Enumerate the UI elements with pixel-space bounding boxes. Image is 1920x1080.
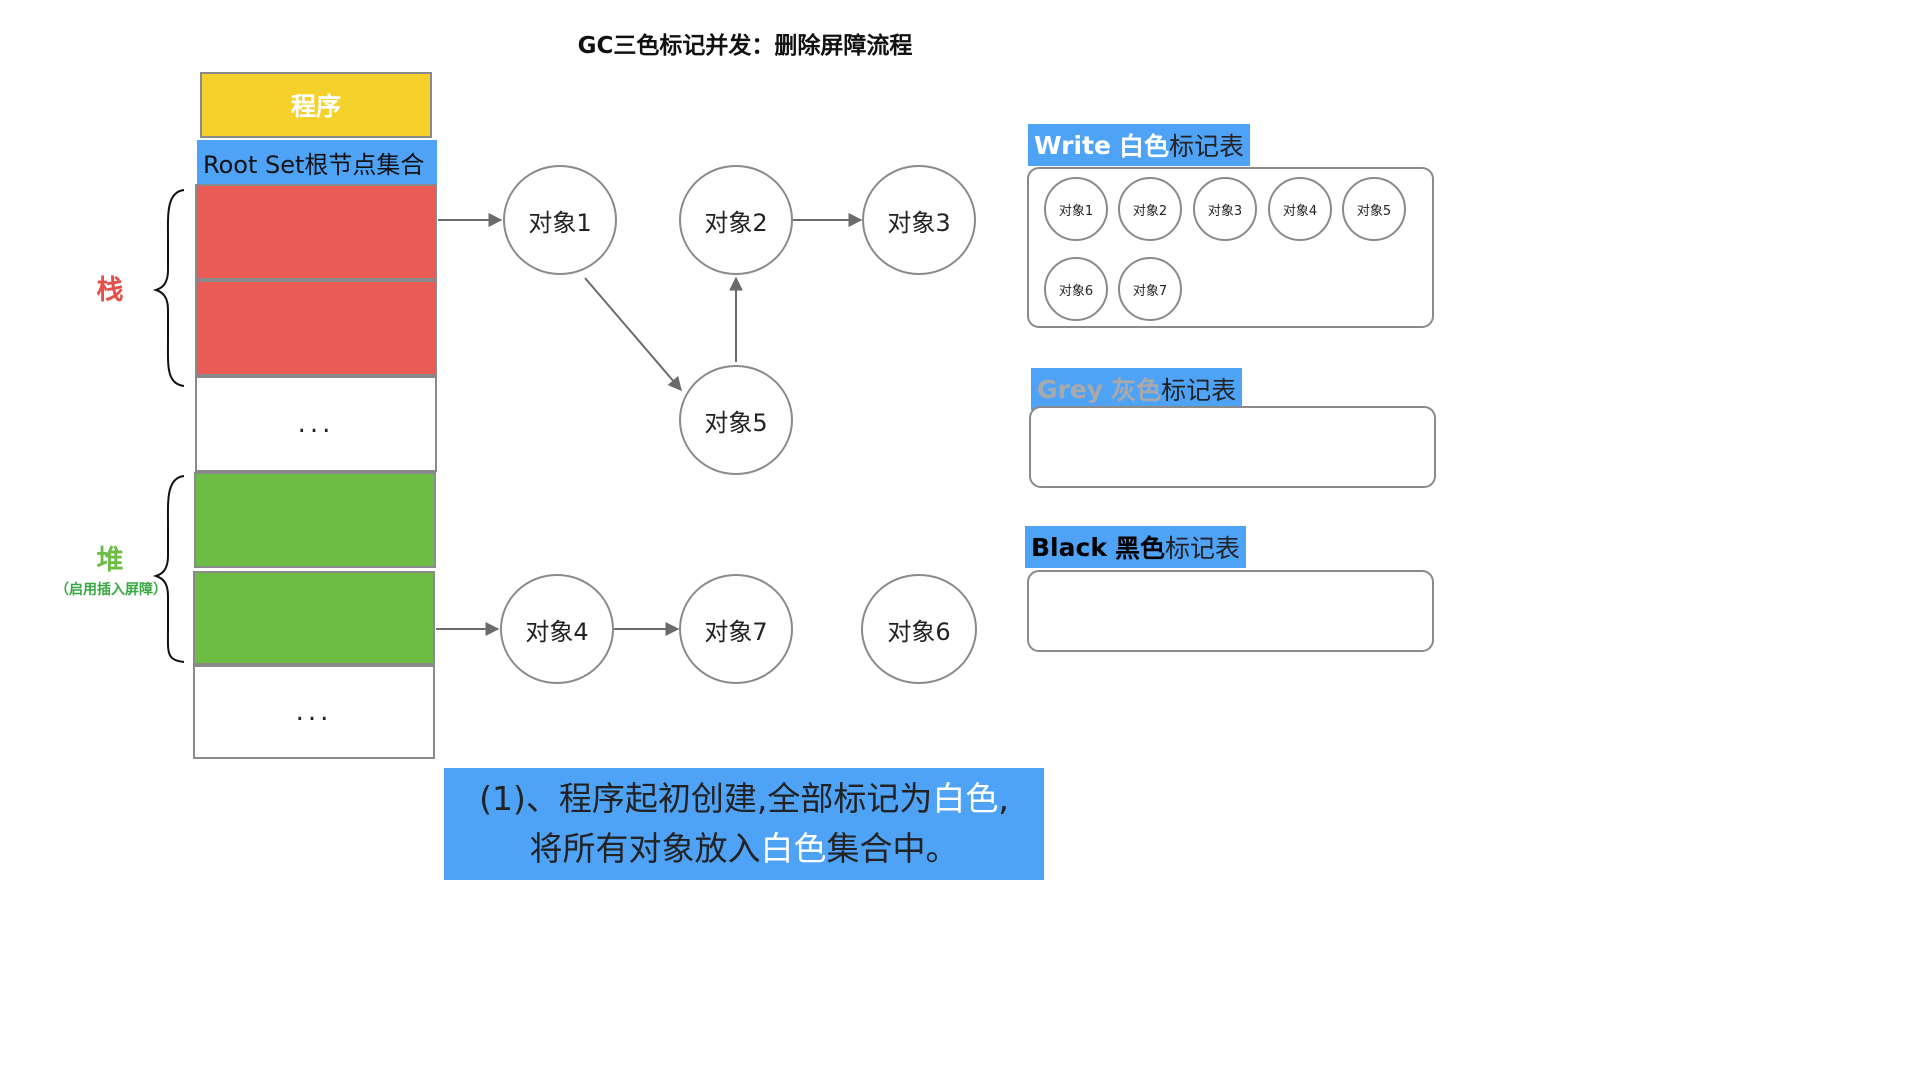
grey-table-title-color: 灰色 — [1111, 376, 1162, 405]
caption-line-2: 将所有对象放入白色集合中。 — [444, 824, 1044, 874]
heap-brace — [152, 475, 185, 663]
stack-slot-2 — [195, 280, 437, 376]
heap-ellipsis-slot: ... — [193, 665, 435, 759]
node-obj1: 对象1 — [503, 165, 617, 275]
node-obj6: 对象6 — [861, 574, 977, 684]
heap-label: 堆 — [96, 545, 124, 576]
stack-ellipsis-slot: ... — [195, 376, 437, 472]
node-obj2: 对象2 — [679, 165, 793, 275]
white-item: 对象1 — [1044, 177, 1108, 241]
stack-slot-1 — [195, 184, 437, 280]
program-block: 程序 — [200, 72, 432, 138]
white-table-title-color: 白色 — [1118, 132, 1169, 161]
stack-ellipsis: ... — [297, 409, 335, 439]
white-item: 对象3 — [1193, 177, 1257, 241]
white-table-title-suffix: 标记表 — [1168, 132, 1244, 161]
white-item: 对象7 — [1118, 257, 1182, 321]
grey-table-box — [1029, 406, 1436, 488]
black-table-title-suffix: 标记表 — [1164, 534, 1240, 563]
white-item: 对象5 — [1342, 177, 1406, 241]
heap-note: （启用插入屏障） — [55, 582, 167, 598]
node-obj5: 对象5 — [679, 365, 793, 475]
caption-line1-end: , — [998, 779, 1009, 818]
step-caption: (1)、程序起初创建,全部标记为白色, 将所有对象放入白色集合中。 — [444, 768, 1044, 880]
white-item: 对象6 — [1044, 257, 1108, 321]
white-item: 对象4 — [1268, 177, 1332, 241]
white-table-box: 对象1 对象2 对象3 对象4 对象5 对象6 对象7 — [1027, 167, 1434, 328]
caption-line1-highlight: 白色 — [932, 779, 999, 818]
white-item: 对象2 — [1118, 177, 1182, 241]
caption-line1-text: (1)、程序起初创建,全部标记为 — [479, 779, 933, 818]
heap-ellipsis: ... — [295, 697, 333, 727]
stack-label: 栈 — [96, 275, 124, 306]
black-table-title-en: Black — [1031, 532, 1107, 562]
caption-line-1: (1)、程序起初创建,全部标记为白色, — [444, 774, 1044, 824]
black-table-box — [1027, 570, 1434, 652]
stack-brace — [152, 189, 185, 387]
root-set-label: Root Set根节点集合 — [197, 140, 437, 184]
diagram-title: GC三色标记并发：删除屏障流程 — [577, 33, 913, 59]
grey-table-title-en: Grey — [1037, 374, 1104, 404]
node-obj4: 对象4 — [500, 574, 614, 684]
grey-table-title-suffix: 标记表 — [1161, 376, 1237, 405]
caption-line2-end: 集合中。 — [826, 829, 959, 868]
caption-line2-text: 将所有对象放入 — [529, 829, 761, 868]
node-obj3: 对象3 — [862, 165, 976, 275]
heap-slot-1 — [194, 472, 436, 568]
edge-obj1-to-obj5 — [584, 277, 682, 392]
black-table-title-color: 黑色 — [1114, 534, 1165, 563]
diagram-lines — [152, 189, 863, 663]
heap-slot-2 — [193, 571, 435, 665]
caption-line2-highlight: 白色 — [760, 829, 827, 868]
node-obj7: 对象7 — [679, 574, 793, 684]
white-table-title-en: Write — [1034, 130, 1111, 160]
